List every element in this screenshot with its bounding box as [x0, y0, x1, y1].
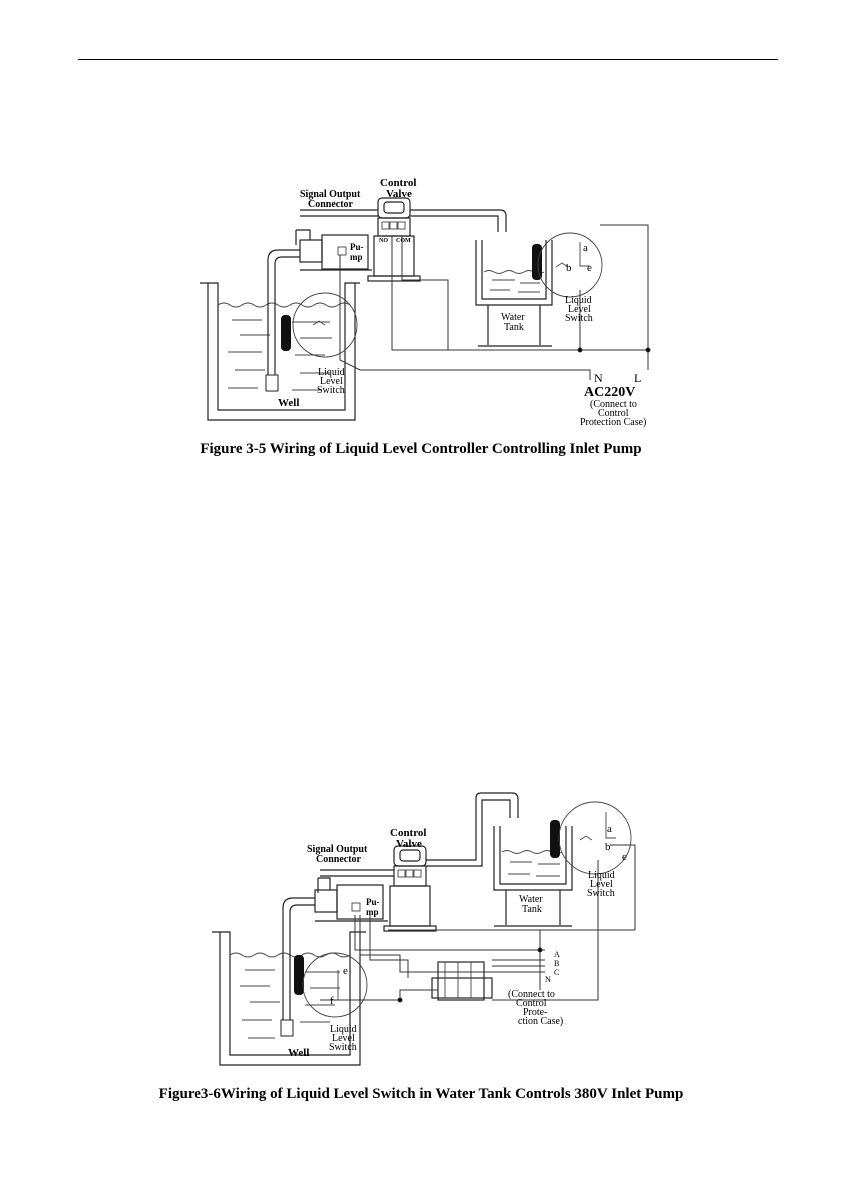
label-signal-output-2: Connector — [308, 199, 354, 210]
label-voltage: AC220V — [584, 385, 635, 400]
figure-3-6-caption: Figure3-6Wiring of Liquid Level Switch i… — [158, 1086, 684, 1102]
label-pump-2: mp — [350, 252, 363, 262]
label-tank-switch-2: Level — [590, 879, 613, 890]
label-e: e — [587, 262, 592, 274]
label-well-switch-1: Liquid — [330, 1024, 357, 1035]
figure-3-6-diagram: Control Valve Signal Output Connector Pu… — [212, 792, 636, 1066]
label-control-valve-1: Control — [380, 177, 416, 189]
label-well: Well — [288, 1047, 309, 1059]
control-valve — [300, 197, 507, 282]
label-phase-b: B — [554, 959, 559, 968]
label-connect-2: Control — [516, 998, 547, 1009]
label-phase-c: C — [554, 968, 559, 977]
well — [212, 897, 368, 1066]
label-tank-switch-1: Liquid — [565, 295, 592, 306]
label-control-valve-1: Control — [390, 827, 426, 839]
label-signal-output-1: Signal Output — [307, 844, 368, 855]
label-water-tank-1: Water — [519, 894, 543, 905]
label-a: a — [607, 823, 612, 835]
label-l: L — [634, 371, 641, 385]
water-tank — [493, 801, 632, 927]
label-connect-1: (Connect to — [590, 399, 637, 410]
label-water-tank-2: Tank — [504, 322, 524, 333]
label-pump-1: Pu- — [350, 242, 364, 252]
figure-1-labels: Control Valve Signal Output Connector Pu… — [278, 177, 646, 428]
contactor — [431, 961, 493, 1001]
figure-3-5-caption: Figure 3-5 Wiring of Liquid Level Contro… — [200, 441, 642, 457]
label-water-tank-2: Tank — [522, 904, 542, 915]
label-tank-switch-2: Level — [568, 304, 591, 315]
label-tank-switch-1: Liquid — [588, 870, 615, 881]
label-com: COM — [396, 238, 411, 244]
figure-2-labels: Control Valve Signal Output Connector Pu… — [288, 823, 627, 1059]
label-well-switch-2: Level — [320, 376, 343, 387]
water-tank — [475, 232, 603, 347]
label-e2: e — [343, 965, 348, 977]
label-well-switch-2: Level — [332, 1033, 355, 1044]
label-well-switch-3: Switch — [317, 385, 345, 396]
label-control-valve-2: Valve — [396, 838, 422, 850]
label-connect-1: (Connect to — [508, 989, 555, 1000]
label-e: e — [622, 851, 627, 863]
label-n: N — [545, 975, 551, 984]
label-n: N — [594, 371, 603, 385]
label-connect-3: Protection Case) — [580, 417, 646, 428]
label-control-valve-2: Valve — [386, 188, 412, 200]
label-connect-4: ction Case) — [518, 1016, 563, 1027]
label-water-tank-1: Water — [501, 312, 525, 323]
label-f: f — [330, 995, 334, 1007]
label-a: a — [583, 242, 588, 254]
figure-3-5-diagram: Control Valve Signal Output Connector Pu… — [200, 177, 651, 428]
label-no: NO — [379, 238, 388, 244]
pump — [295, 229, 372, 271]
label-tank-switch-3: Switch — [565, 313, 593, 324]
label-well-switch-1: Liquid — [318, 367, 345, 378]
label-connect-3: Prote- — [523, 1007, 547, 1018]
label-b: b — [605, 841, 611, 853]
label-signal-output-1: Signal Output — [300, 189, 361, 200]
label-pump-2: mp — [366, 907, 379, 917]
label-pump-1: Pu- — [366, 897, 380, 907]
label-tank-switch-3: Switch — [587, 888, 615, 899]
label-signal-output-2: Connector — [316, 854, 362, 865]
wires — [339, 224, 651, 380]
label-well: Well — [278, 397, 299, 409]
label-connect-2: Control — [598, 408, 629, 419]
header-rule — [78, 59, 778, 60]
label-well-switch-3: Switch — [329, 1042, 357, 1053]
control-valve — [320, 792, 519, 932]
wires — [320, 844, 636, 1003]
label-b: b — [566, 262, 572, 274]
label-phase-a: A — [554, 950, 560, 959]
